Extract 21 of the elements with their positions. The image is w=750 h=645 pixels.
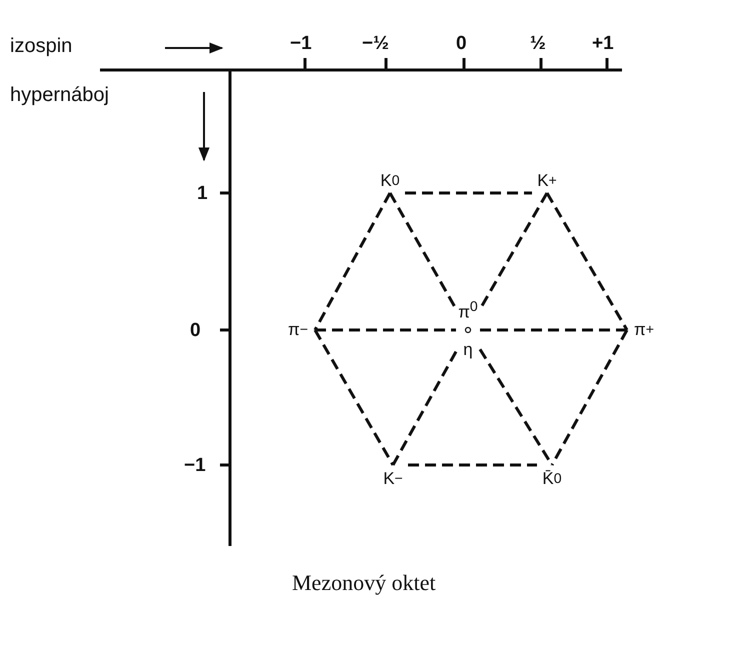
tick-label: −½: [362, 34, 389, 53]
tick-label: 0: [190, 321, 201, 340]
dashed-line: [405, 192, 532, 194]
dashed-line: [546, 192, 628, 331]
tick-label: 1: [197, 184, 208, 203]
axis-title: hypernáboj: [10, 85, 109, 105]
dashed-line: [314, 192, 392, 331]
tick-label: −1: [184, 456, 206, 475]
axis-title: izospin: [10, 36, 72, 56]
tick-label: ½: [530, 34, 546, 53]
dashed-line: [408, 464, 537, 466]
tick-label: +1: [592, 34, 614, 53]
dashed-line: [315, 328, 456, 332]
dashed-line: [478, 348, 554, 466]
dashed-line: [314, 329, 394, 466]
dashed-line: [550, 329, 628, 466]
dashed-line: [392, 350, 458, 466]
tick-label: −1: [290, 34, 312, 53]
dashed-line: [480, 328, 627, 332]
tick-label: 0: [456, 34, 467, 53]
caption: Mezonový oktet: [292, 570, 436, 596]
